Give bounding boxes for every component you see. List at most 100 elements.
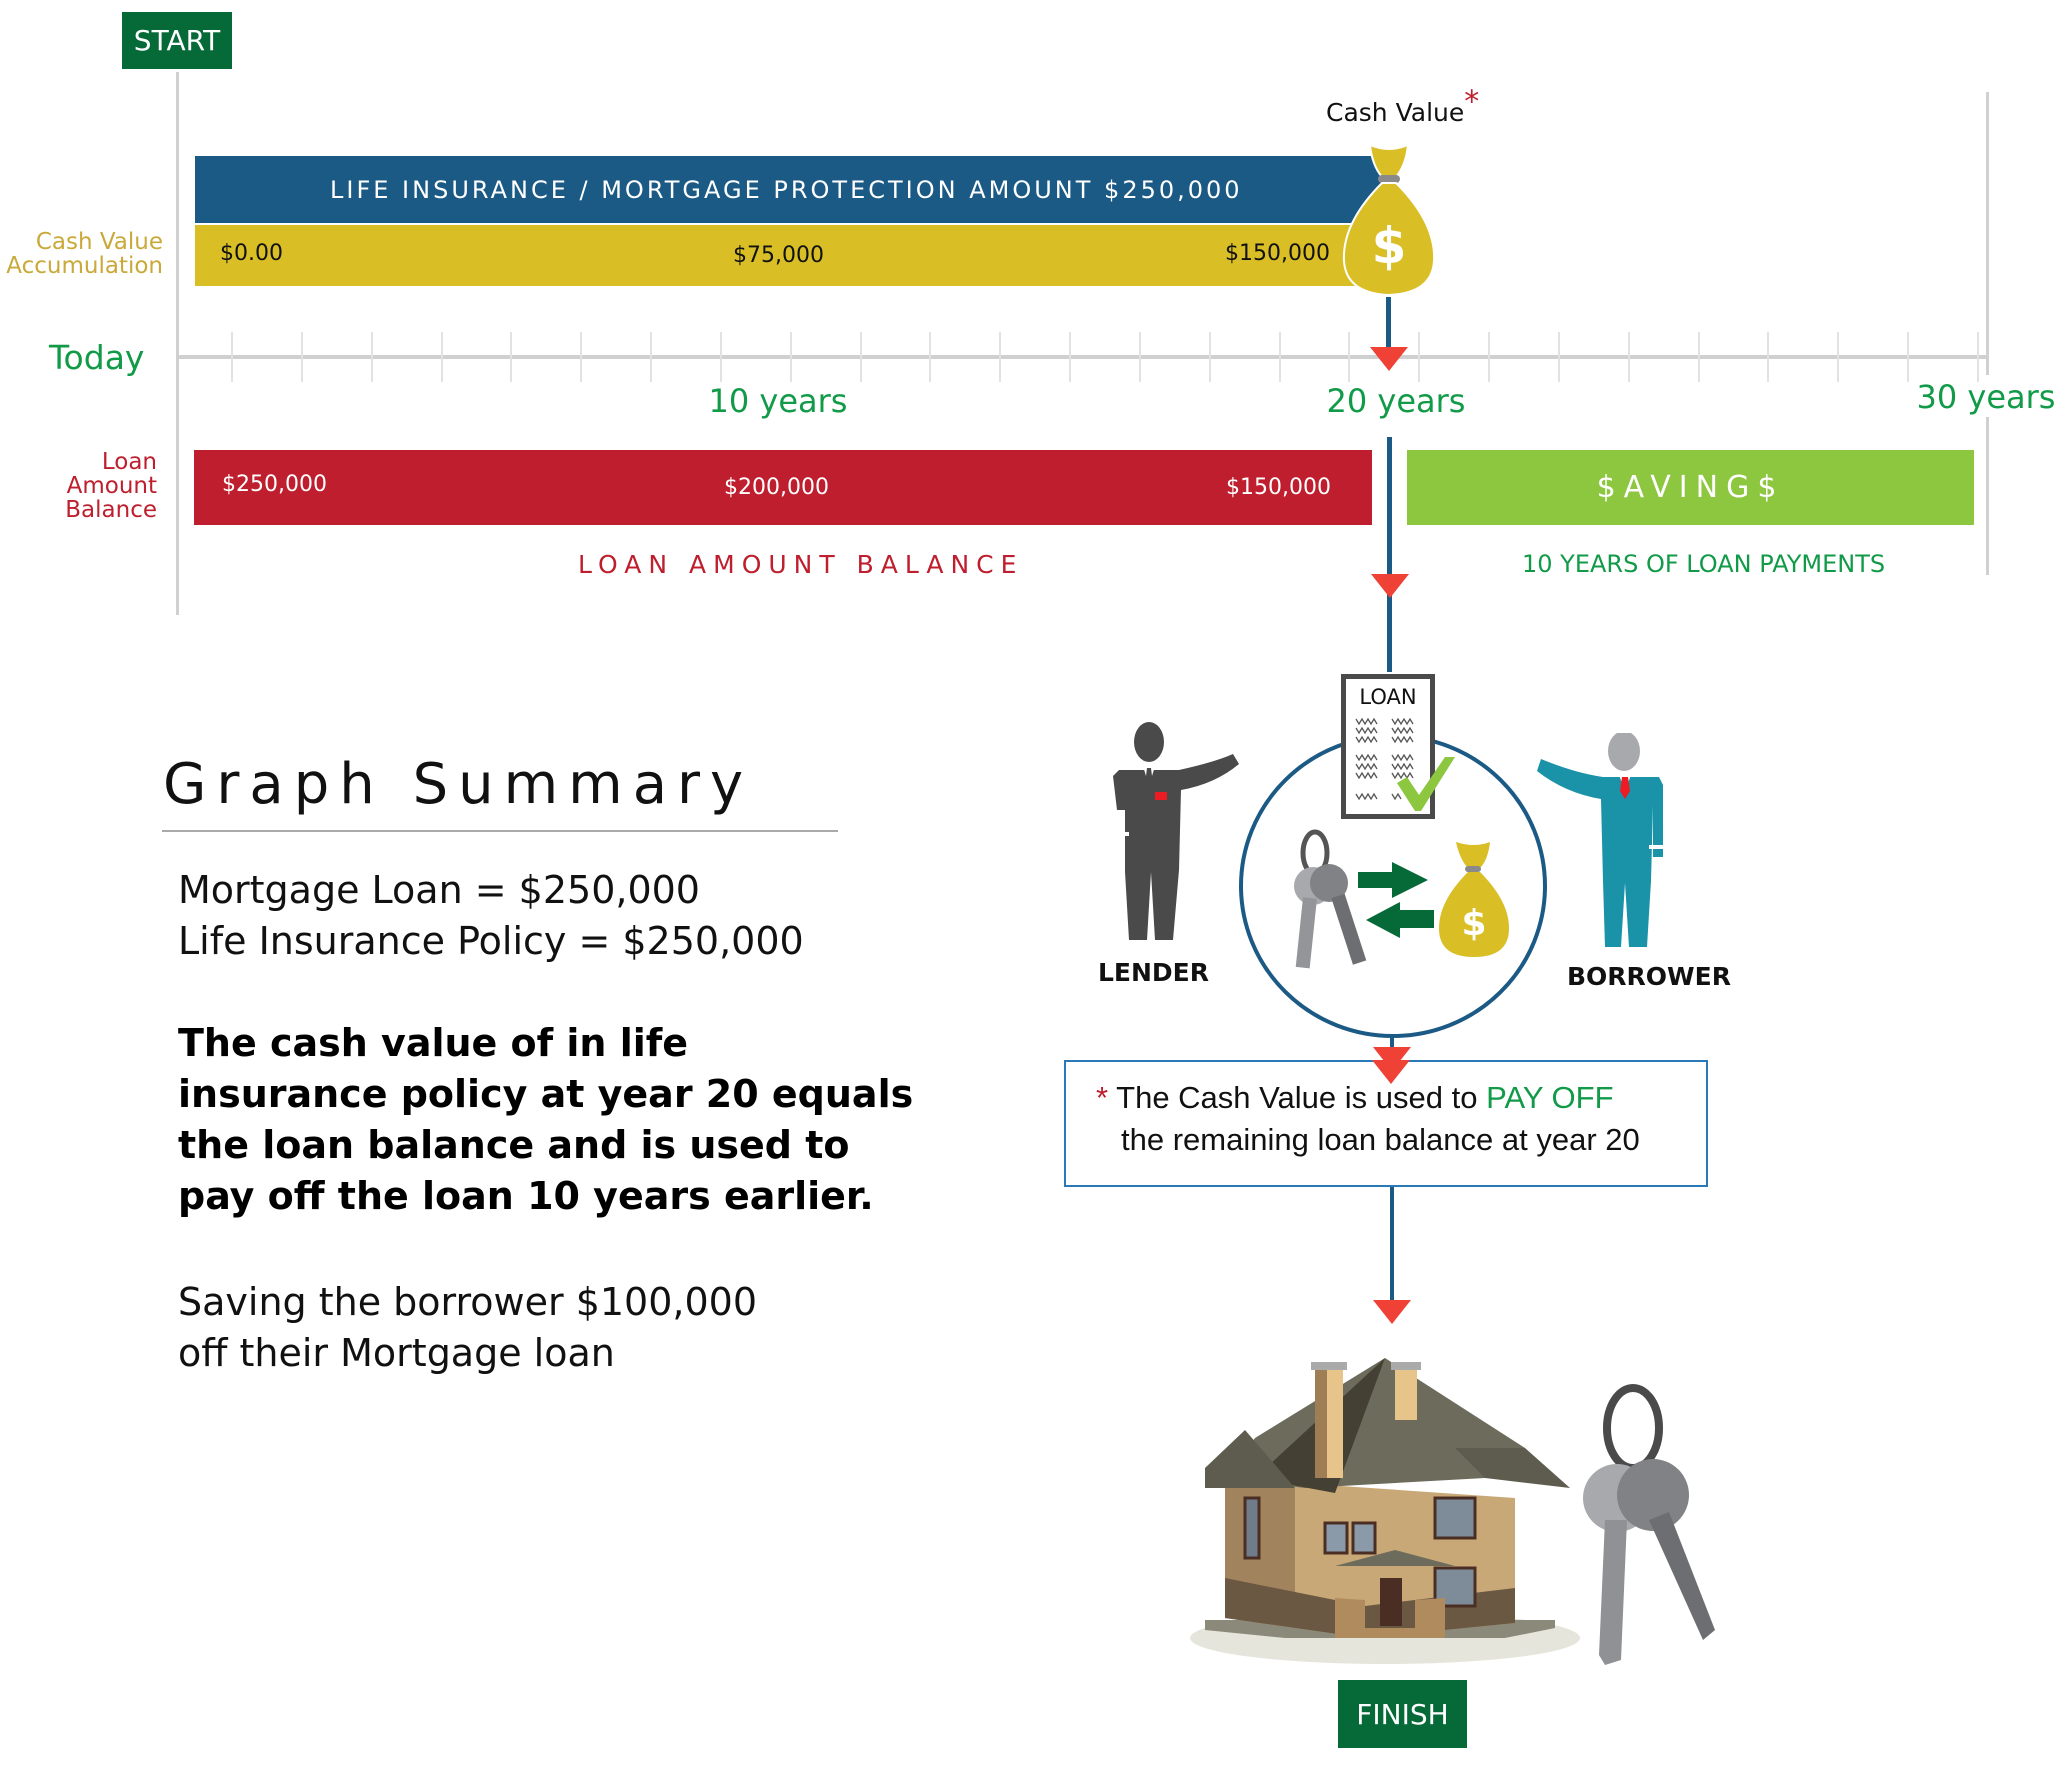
summary-saving-line1: Saving the borrower $100,000 [178, 1280, 758, 1324]
timeline-tick [510, 332, 512, 382]
timeline-tick [1837, 332, 1839, 382]
note-asterisk-icon: * [1096, 1080, 1109, 1115]
savings-bar: $AVING$ [1407, 450, 1974, 525]
timeline-tick [650, 332, 652, 382]
summary-mortgage-loan: Mortgage Loan = $250,000 [178, 868, 700, 912]
timeline-axis [177, 355, 1988, 359]
summary-bold-line: the loan balance and is used to [178, 1123, 850, 1167]
finish-badge: FINISH [1338, 1680, 1467, 1748]
svg-text:$: $ [1461, 903, 1486, 944]
lender-label: LENDER [1098, 958, 1210, 987]
loan-document-icon: LOAN [1341, 674, 1435, 819]
loan-side-label-line2: Amount [66, 473, 157, 500]
timeline-tick [999, 332, 1001, 382]
cash-value-bar: $0.00 $75,000 $150,000 [195, 225, 1385, 286]
today-label: Today [49, 338, 145, 377]
timeline-right-axis-bottom [1986, 417, 1989, 575]
tick-label-10-years: 10 years [708, 382, 848, 420]
flow-line-3 [1390, 1036, 1394, 1048]
asterisk-icon: * [1464, 84, 1480, 120]
arrow-20-years-icon [1370, 347, 1408, 371]
loan-side-label-line1: Loan [101, 449, 157, 475]
cash-value-side-label: Cash Value Accumulation [6, 230, 163, 278]
protection-amount-label: LIFE INSURANCE / MORTGAGE PROTECTION AMO… [330, 176, 1243, 204]
timeline-tick [1628, 332, 1630, 382]
timeline-tick [231, 332, 233, 382]
note-line-1: * The Cash Value is used to PAY OFF [1096, 1080, 1614, 1116]
flow-line-2 [1387, 437, 1392, 672]
tick-label-30-years: 30 years [1916, 378, 2056, 416]
timeline-tick [1767, 332, 1769, 382]
lender-figure-icon [1113, 722, 1239, 940]
timeline-tick [1558, 332, 1560, 382]
cash-value-marker-text: Cash Value [1326, 98, 1465, 127]
summary-bold-line: insurance policy at year 20 equals [178, 1072, 914, 1116]
start-badge: START [122, 12, 232, 69]
timeline-tick [720, 332, 722, 382]
house-keys-icon [1583, 1384, 1715, 1665]
loan-balance-year10: $200,000 [724, 475, 829, 500]
timeline-tick [1069, 332, 1071, 382]
cash-value-year10: $75,000 [733, 243, 824, 268]
timeline-tick [1209, 332, 1211, 382]
flow-line-4 [1390, 1187, 1394, 1300]
timeline-tick [790, 332, 792, 382]
summary-life-insurance: Life Insurance Policy = $250,000 [178, 919, 804, 963]
loan-document-title: LOAN [1359, 685, 1417, 709]
summary-saving-line2: off their Mortgage loan [178, 1331, 615, 1375]
timeline-tick [1907, 332, 1909, 382]
svg-text:$: $ [1372, 217, 1407, 275]
money-bag-small-icon: $ [1438, 842, 1510, 957]
timeline-tick [301, 332, 303, 382]
timeline-left-axis [176, 72, 179, 615]
cash-value-note-box: * The Cash Value is used to PAY OFF the … [1064, 1060, 1708, 1187]
cash-value-marker-label: Cash Value* [1326, 87, 1479, 127]
cash-value-side-label-line2: Accumulation [6, 253, 163, 280]
borrower-figure-icon [1537, 733, 1665, 947]
money-bag-icon: $ [1342, 143, 1436, 297]
note-text: The Cash Value is used to [1116, 1080, 1487, 1115]
timeline-tick [860, 332, 862, 382]
savings-caption: 10 YEARS OF LOAN PAYMENTS [1522, 550, 1886, 578]
cash-value-year20: $150,000 [1225, 241, 1330, 266]
note-highlight: PAY OFF [1486, 1080, 1614, 1115]
exchange-arrows-icon [1358, 862, 1434, 938]
loan-side-label: Loan Amount Balance [65, 449, 157, 524]
cash-value-side-label-line1: Cash Value [35, 229, 163, 255]
timeline-tick [1139, 332, 1141, 382]
arrow-down-icon [1371, 574, 1409, 598]
document-scribbles-icon [1355, 717, 1414, 801]
timeline-tick [1418, 332, 1420, 382]
timeline-tick [441, 332, 443, 382]
timeline-right-axis-top [1986, 92, 1989, 375]
loan-balance-bar: $250,000 $200,000 $150,000 [194, 450, 1372, 525]
timeline-tick [371, 332, 373, 382]
flow-line-1 [1386, 297, 1391, 347]
timeline-tick [1977, 332, 1979, 382]
timeline-tick [580, 332, 582, 382]
timeline-tick [1279, 332, 1281, 382]
tick-label-20-years: 20 years [1326, 382, 1466, 420]
summary-bold-line: pay off the loan 10 years earlier. [178, 1174, 874, 1218]
timeline-tick [1348, 332, 1350, 382]
savings-label: $AVING$ [1596, 470, 1785, 505]
keys-icon [1294, 829, 1367, 969]
note-line-2: the remaining loan balance at year 20 [1121, 1122, 1640, 1157]
summary-bold-line: The cash value of in life [178, 1021, 689, 1065]
timeline-tick [929, 332, 931, 382]
loan-balance-year20: $150,000 [1226, 475, 1331, 500]
borrower-label: BORROWER [1567, 962, 1731, 991]
timeline-tick [1698, 332, 1700, 382]
loan-balance-year0: $250,000 [222, 472, 327, 497]
timeline-tick [1488, 332, 1490, 382]
summary-divider [162, 830, 838, 832]
loan-balance-caption: LOAN AMOUNT BALANCE [578, 550, 1024, 579]
summary-title: Graph Summary [163, 752, 754, 817]
protection-amount-bar: LIFE INSURANCE / MORTGAGE PROTECTION AMO… [195, 156, 1385, 223]
cash-value-year0: $0.00 [220, 241, 283, 266]
arrow-into-note-icon [1372, 1060, 1410, 1084]
checkmark-icon [1397, 757, 1455, 811]
loan-side-label-line3: Balance [65, 497, 157, 524]
arrow-to-house-icon [1373, 1300, 1411, 1324]
house-icon [1190, 1358, 1580, 1664]
